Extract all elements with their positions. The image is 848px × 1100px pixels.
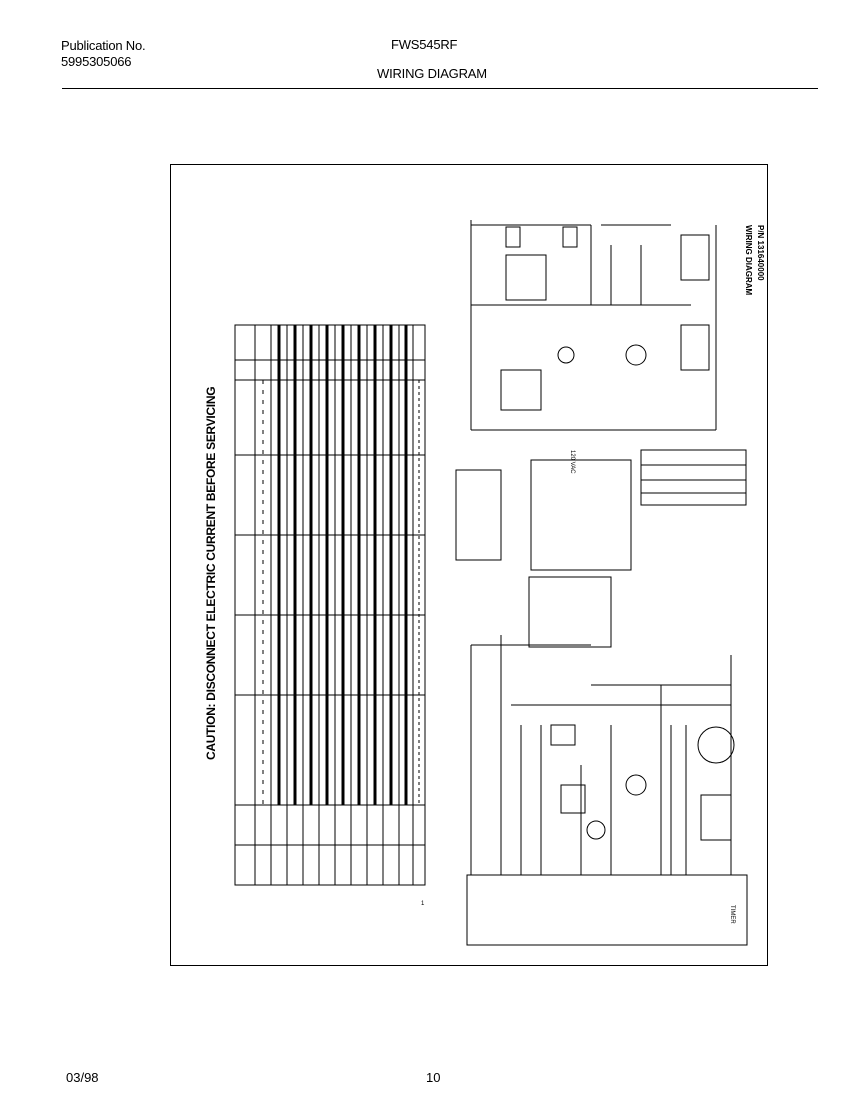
part-number-rotated: P/N 131640000 [756, 225, 765, 281]
timer-chart-scale-label: 1 [421, 901, 425, 907]
document-title: WIRING DIAGRAM [377, 66, 487, 81]
timer-contact-bars [277, 325, 408, 805]
wiring-diagram-frame: 1 120 VAC WIRING DIAGRAM P/N 131640000 [170, 164, 768, 966]
footer-date: 03/98 [66, 1070, 99, 1085]
legend-wire-codes [455, 449, 747, 648]
schematic-top [470, 220, 717, 431]
diagram-title-rotated: WIRING DIAGRAM [744, 225, 753, 296]
model-number: FWS545RF [391, 37, 458, 52]
schematic-bottom [466, 635, 748, 946]
publication-number: 5995305066 [61, 54, 132, 69]
header-rule [62, 88, 818, 89]
timer-sequence-chart [234, 324, 426, 886]
timer-chart-markings [262, 380, 420, 805]
page-number: 10 [426, 1070, 441, 1085]
voltage-label: 120 VAC [569, 450, 575, 474]
caution-notice: CAUTION: DISCONNECT ELECTRIC CURRENT BEF… [204, 386, 218, 760]
wiring-diagram-drawing: 1 120 VAC WIRING DIAGRAM P/N 131640000 [234, 220, 765, 946]
publication-label: Publication No. [61, 38, 146, 53]
bottom-timer-label: TIMER [729, 905, 735, 924]
